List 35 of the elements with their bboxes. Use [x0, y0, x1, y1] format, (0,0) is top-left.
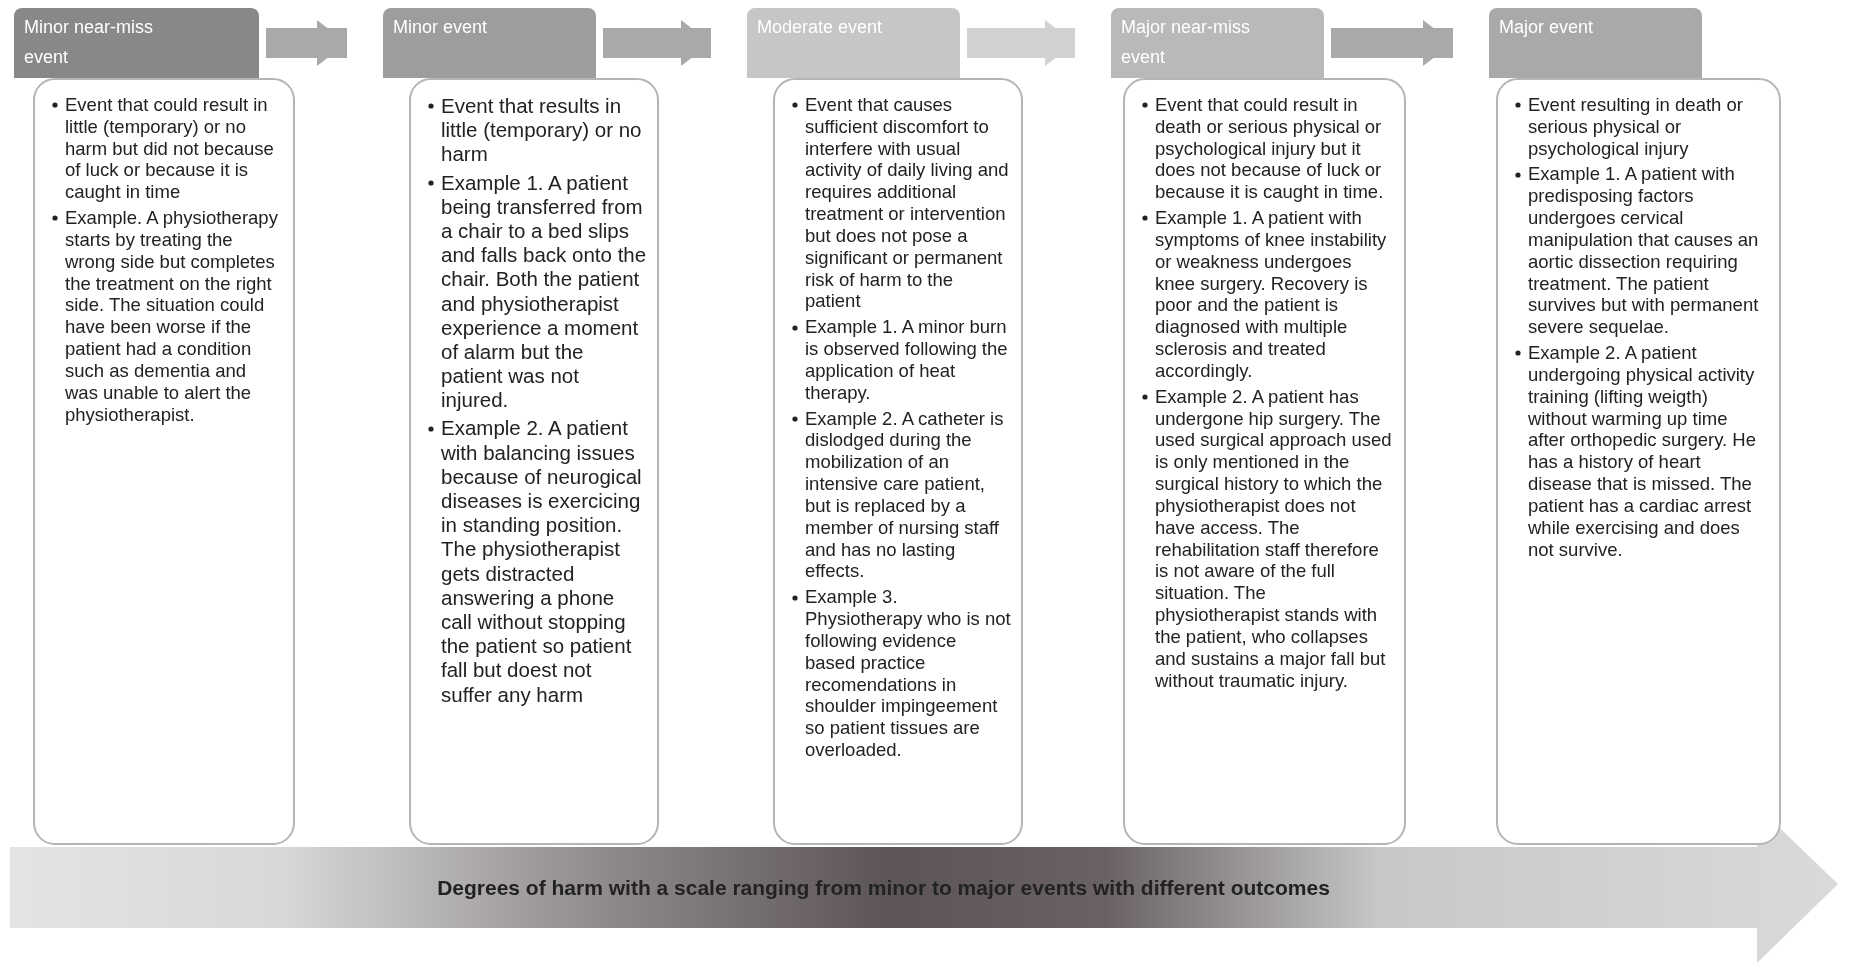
bullet-text: Example 2. A patient undergoing physical activity training (lifting weigth) without warming up time after orthopedic surgery. He has a history of heart disease that is missed. The patient has a cardiac arrest while exercising and does not survive.	[1528, 342, 1757, 561]
scale-label: Degrees of harm with a scale ranging from minor to major events with different outcomes	[437, 875, 1330, 900]
bullet-text: Event that could result in death or serious physical or psychological injury but it does not because of luck or because it is caught in time.	[1155, 94, 1385, 204]
header-tab	[383, 8, 596, 78]
event-title: Minor event	[393, 16, 489, 39]
bullet-text: Example 1. A patient with predisposing factors undergoes cervical manipulation that causes an aortic dissection requiring treatment. The patient survives but with permanent severe sequelae.	[1528, 163, 1760, 339]
event-title: Major near-miss event	[1121, 16, 1252, 69]
description-card	[409, 78, 659, 845]
bullet-text: Example 1. A patient with symptoms of knee instability or weakness undergoes knee surgery. Recovery is poor and the patient is diagnosed with multiple sclerosis and treated accordingly.	[1155, 207, 1388, 382]
bullet-text: Event that could result in little (temporary) or no harm but did not because of luck or because it is caught in time	[65, 94, 275, 204]
event-title: Major event	[1499, 16, 1595, 39]
arrow	[266, 20, 347, 66]
description-card	[33, 78, 295, 845]
header-tab	[1111, 8, 1324, 78]
header-tab	[14, 8, 259, 78]
header-tab	[747, 8, 960, 78]
bullet-text: Event that causes sufficient discomfort to interfere with usual activity of daily living and requires additional treatment or intervention but does not pose a significant or permanent risk of harm to the patient	[805, 94, 1010, 313]
bullet-text: Example 1. A patient being transferred from a chair to a bed slips and falls back onto the chair. Both the patient and physiotherapist experience a moment of alarm but the patient was not injured.	[441, 170, 647, 413]
event-title: Minor near-miss event	[24, 16, 155, 69]
bullet-text: Example 2. A patient with balancing issues because of neurogical diseases is exercicing in standing position. The physiotherapist gets distracted answering a phone call without stopping the patient so patient fall but doest not suffer any harm	[441, 416, 643, 707]
bullet-text: Example. A physiotherapy starts by treating the wrong side but completes the treatment on the right side. The situation could have been worse if the patient had a condition such as dementia and was unable to alert the physiotherapist.	[65, 207, 279, 426]
bullet-text: Example 2. A catheter is dislodged during the mobilization of an intensive care patient, but is replaced by a member of nursing staff and has no lasting effects.	[805, 407, 1005, 583]
event-title: Moderate event	[757, 16, 884, 39]
description-card	[773, 78, 1023, 845]
arrow	[603, 20, 711, 66]
description-card	[1496, 78, 1781, 845]
header-tab	[1489, 8, 1702, 78]
description-card	[1123, 78, 1406, 845]
bullet-text: Event resulting in death or serious physical or psychological injury	[1528, 94, 1744, 160]
arrow	[967, 20, 1075, 66]
bullet-text: Example 2. A patient has undergone hip surgery. The used surgical approach used is only mentioned in the surgical history to which the physiotherapist does not have access. The rehabilitation staff therefore is not aware of the full situation. The physiotherapist stands with the patient, who collapses and sustains a major fall but without traumatic injury.	[1155, 385, 1393, 692]
bullet-text: Example 1. A minor burn is observed following the application of heat therapy.	[805, 316, 1009, 404]
arrow	[1331, 20, 1453, 66]
bullet-text: Example 3. Physiotherapy who is not following evidence based practice recomendations in shoulder impingeement so patient tissues are overloaded.	[805, 586, 1011, 761]
bullet-text: Event that results in little (temporary) or no harm	[441, 94, 643, 167]
